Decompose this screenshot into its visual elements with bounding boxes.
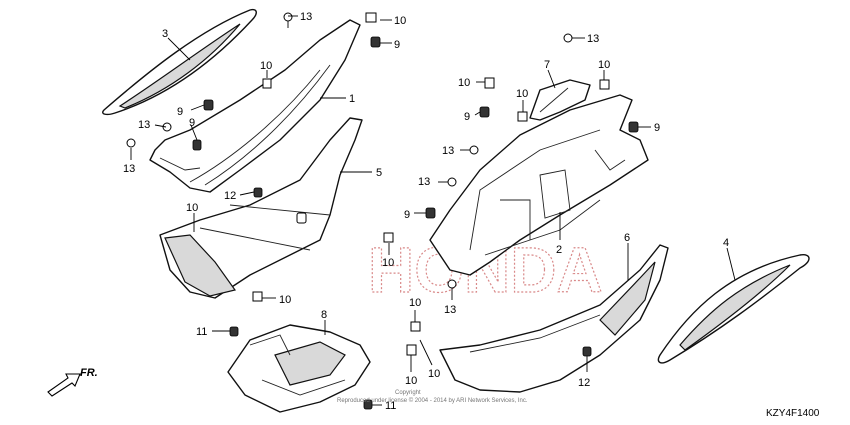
callout-13[interactable]: 13 [123, 163, 135, 175]
callout-13[interactable]: 13 [587, 33, 599, 45]
callout-4[interactable]: 4 [723, 237, 729, 249]
screw-icon [447, 279, 457, 289]
clip-icon [383, 232, 394, 243]
callout-10[interactable]: 10 [598, 59, 610, 71]
callout-7[interactable]: 7 [544, 59, 550, 71]
callout-6[interactable]: 6 [624, 232, 630, 244]
callout-13[interactable]: 13 [138, 119, 150, 131]
callout-13[interactable]: 13 [300, 11, 312, 23]
callout-10[interactable]: 10 [260, 60, 272, 72]
callout-10[interactable]: 10 [458, 77, 470, 89]
clip-icon [262, 78, 272, 89]
clip-icon [484, 77, 495, 89]
screw-icon [563, 33, 573, 43]
screw-icon [469, 145, 479, 155]
callout-10[interactable]: 10 [279, 294, 291, 306]
copyright-line-1: Copyright [395, 390, 421, 396]
part-6-floor-panel-right[interactable] [439, 244, 669, 393]
front-direction-arrow: FR. [47, 367, 98, 397]
screw-icon [283, 12, 293, 28]
front-label: FR. [80, 367, 98, 379]
screw-icon [162, 122, 172, 132]
part-1-floor-side-cover[interactable] [149, 19, 361, 193]
grommet-icon [628, 121, 639, 133]
callout-5[interactable]: 5 [376, 167, 382, 179]
callout-9[interactable]: 9 [404, 209, 410, 221]
bolt-icon [229, 326, 239, 337]
clip-icon [410, 321, 421, 332]
copyright-line-2: Reproduced under license © 2004 - 2014 b… [337, 397, 528, 404]
clip-icon [599, 79, 610, 90]
callout-9[interactable]: 9 [394, 39, 400, 51]
callout-3[interactable]: 3 [162, 28, 168, 40]
clip-icon [365, 12, 377, 23]
grommet-icon [192, 139, 202, 151]
clip-icon [517, 111, 528, 122]
callout-2[interactable]: 2 [556, 244, 562, 256]
grommet-icon [203, 99, 214, 111]
callout-9[interactable]: 9 [189, 117, 195, 129]
grommet-icon [370, 36, 381, 48]
grommet-icon [425, 207, 436, 219]
part-7-bracket[interactable] [529, 79, 591, 121]
part-4-side-strip[interactable] [657, 254, 810, 364]
callout-10[interactable]: 10 [394, 15, 406, 27]
leader-lines [130, 15, 736, 406]
callout-9[interactable]: 9 [177, 106, 183, 118]
callout-9[interactable]: 9 [464, 111, 470, 123]
part-3-side-strip[interactable] [102, 8, 257, 116]
diagram-code: KZY4F1400 [766, 408, 820, 419]
callout-10[interactable]: 10 [409, 297, 421, 309]
grommet-icon [479, 106, 490, 118]
callout-9[interactable]: 9 [654, 122, 660, 134]
bolt-icon [363, 399, 373, 410]
clip-icon [252, 291, 263, 302]
callout-12[interactable]: 12 [224, 190, 236, 202]
callout-10[interactable]: 10 [186, 202, 198, 214]
callout-13[interactable]: 13 [442, 145, 454, 157]
callout-10[interactable]: 10 [382, 257, 394, 269]
callout-10[interactable]: 10 [428, 368, 440, 380]
screw-icon [447, 177, 457, 187]
callout-10[interactable]: 10 [516, 88, 528, 100]
callout-13[interactable]: 13 [444, 304, 456, 316]
callout-8[interactable]: 8 [321, 309, 327, 321]
bolt-icon [582, 346, 592, 357]
part-5-floor-panel-left[interactable] [159, 117, 363, 299]
fastener-icons [126, 12, 639, 410]
callout-10[interactable]: 10 [405, 375, 417, 387]
callout-11[interactable]: 11 [196, 326, 207, 338]
callout-1[interactable]: 1 [349, 93, 355, 105]
bolt-icon [253, 187, 263, 198]
callout-12[interactable]: 12 [578, 377, 590, 389]
callout-13[interactable]: 13 [418, 176, 430, 188]
callout-11[interactable]: 11 [385, 400, 396, 412]
part-8-under-cover[interactable] [227, 324, 371, 413]
screw-icon [126, 138, 136, 148]
clip-icon [406, 344, 417, 356]
